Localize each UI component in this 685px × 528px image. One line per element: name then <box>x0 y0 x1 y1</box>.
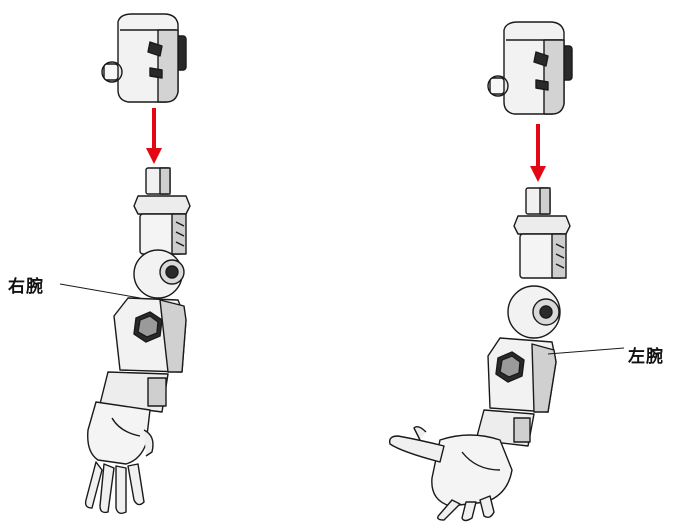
left-arm-assembly <box>390 22 572 521</box>
left-arm-label: 左腕 <box>628 342 664 367</box>
leader-line-right <box>60 284 140 298</box>
leader-line-left <box>548 348 624 354</box>
right-arm-label: 右腕 <box>8 272 44 297</box>
right-arm-assembly <box>86 14 190 513</box>
left-shoulder-connector <box>488 22 572 114</box>
right-shoulder-connector <box>102 14 186 102</box>
